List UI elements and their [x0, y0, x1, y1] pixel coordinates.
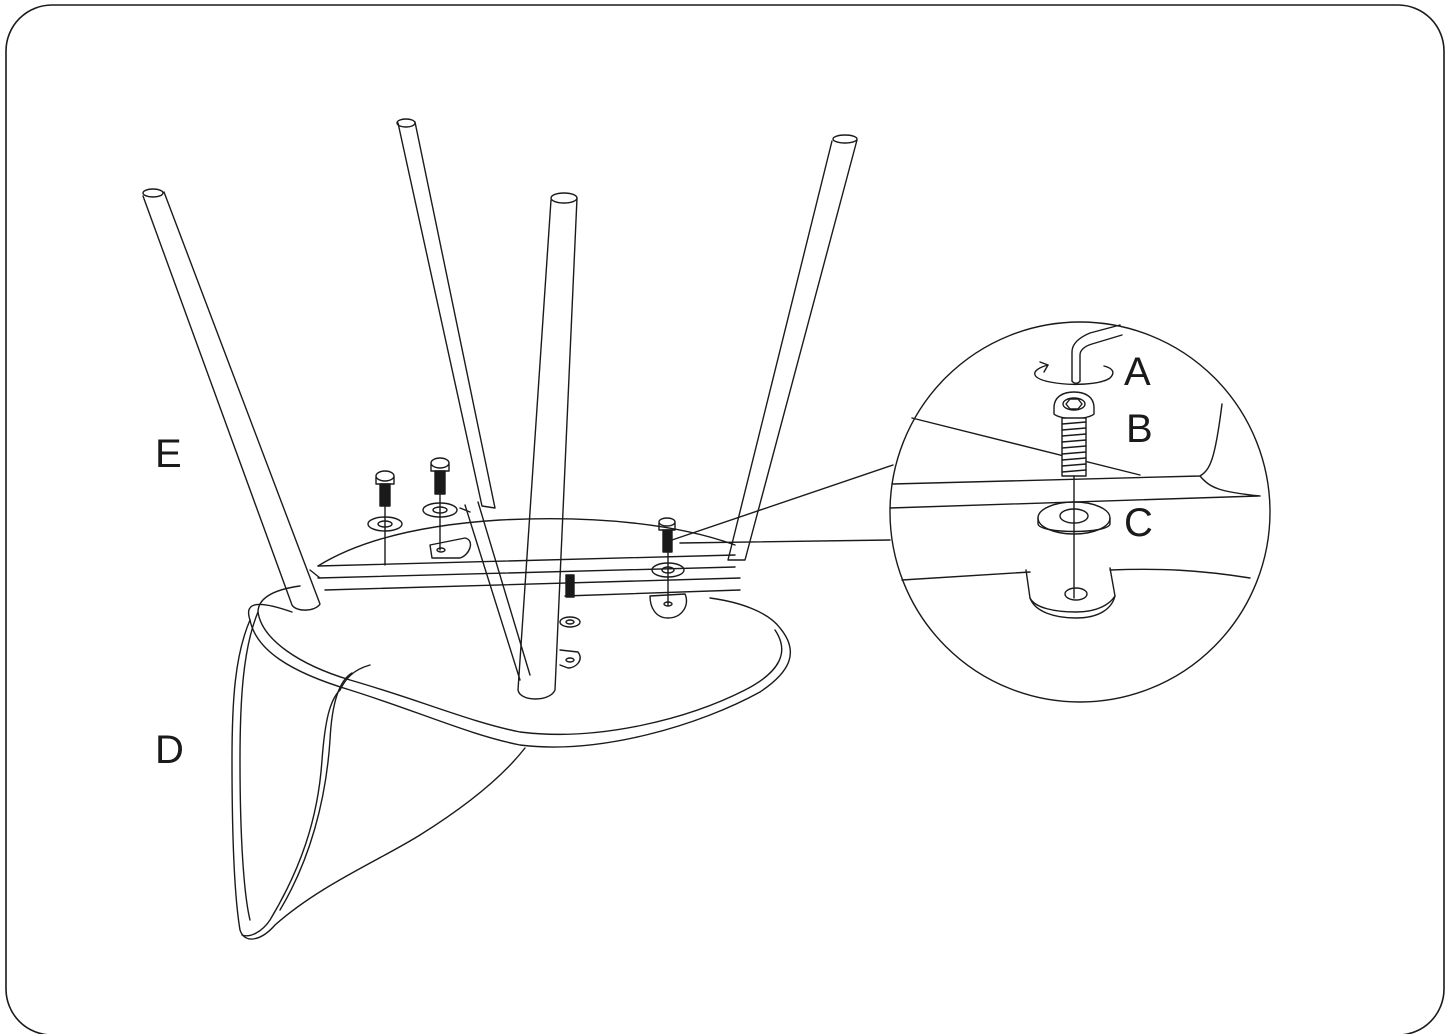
chair-illustration [142, 118, 894, 940]
label-b: B [1126, 407, 1153, 451]
rotate-arrow-icon [1034, 364, 1114, 386]
seat-shell [231, 518, 791, 940]
screw-set-right [649, 517, 688, 619]
legs [142, 118, 858, 700]
washer-icon [1037, 501, 1111, 535]
leg-back-left [142, 191, 321, 611]
hex-key-icon [1034, 324, 1123, 386]
label-a: A [1124, 350, 1151, 394]
page-frame [5, 4, 1445, 1034]
screw-set-middle-left [422, 457, 472, 559]
bolt-icon [1053, 391, 1095, 599]
leg-right [727, 139, 858, 561]
label-d: D [155, 728, 184, 772]
screw-set-center [559, 574, 581, 669]
leg-frame [317, 501, 741, 681]
bracket-tab-icon [1025, 567, 1116, 619]
label-c: C [1124, 501, 1153, 545]
detail-circle [889, 321, 1271, 703]
callout-lines [671, 464, 894, 544]
label-e: E [155, 432, 182, 476]
leg-front-center [517, 197, 578, 700]
detail-magnifier [889, 321, 1271, 703]
screw-set-left [367, 470, 403, 566]
leg-back-middle [397, 121, 496, 509]
